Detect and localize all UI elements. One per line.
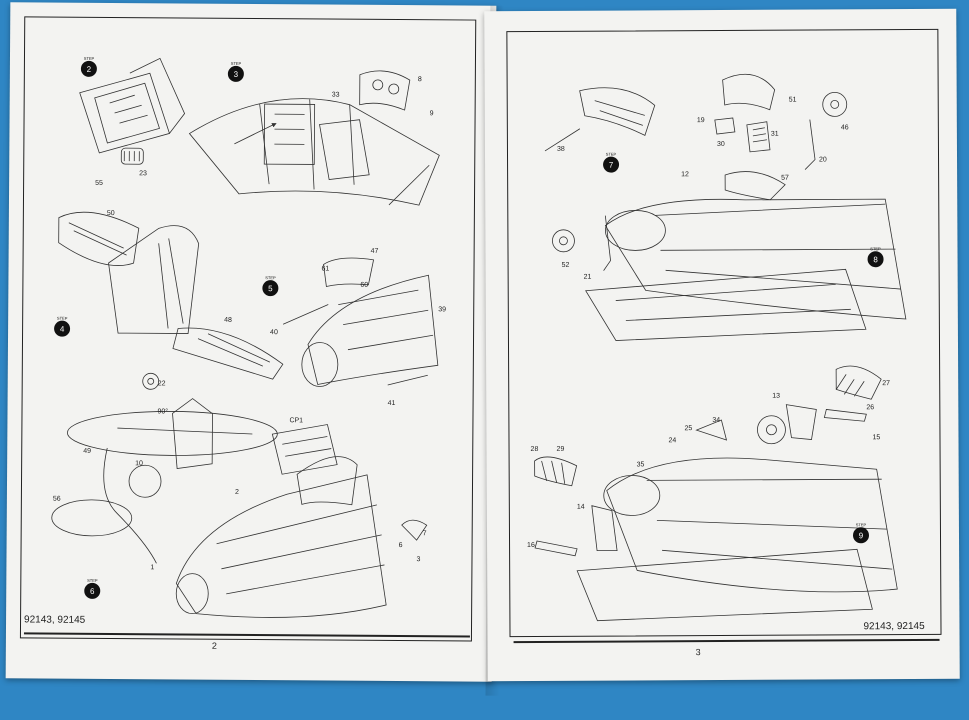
svg-text:8: 8 bbox=[873, 255, 878, 264]
part-label: 40 bbox=[270, 329, 278, 336]
step-badge-4: STEP 4 bbox=[54, 316, 71, 337]
part-label: 35 bbox=[637, 461, 645, 468]
svg-text:STEP: STEP bbox=[231, 61, 242, 66]
svg-text:STEP: STEP bbox=[57, 316, 68, 321]
part-label: 12 bbox=[681, 171, 689, 178]
part-label: 9 bbox=[430, 110, 434, 117]
part-label: 55 bbox=[95, 180, 103, 187]
part-label: 46 bbox=[841, 124, 849, 131]
part-label: 39 bbox=[438, 306, 446, 313]
svg-text:3: 3 bbox=[234, 70, 239, 79]
step7-wing-drawing bbox=[544, 73, 848, 201]
left-instruction-page: STEP 2 STEP 3 STEP 4 STEP 5 STEP 6 55 23… bbox=[5, 2, 505, 696]
svg-text:STEP: STEP bbox=[265, 275, 276, 280]
left-part-labels: 55 23 33 8 9 50 48 47 61 60 39 40 41 22 … bbox=[53, 76, 446, 571]
part-label: 90° bbox=[157, 407, 168, 415]
step-badge-2: STEP 2 bbox=[80, 56, 97, 77]
part-label: 20 bbox=[819, 156, 827, 163]
part-label: 24 bbox=[668, 437, 676, 444]
step3-fuselage-drawing bbox=[188, 70, 440, 206]
svg-text:STEP: STEP bbox=[606, 152, 617, 157]
part-label: 14 bbox=[577, 504, 585, 511]
svg-text:STEP: STEP bbox=[856, 522, 867, 527]
part-label: 61 bbox=[321, 265, 329, 272]
step-badge-7: STEP 7 bbox=[603, 152, 620, 173]
part-label: 50 bbox=[107, 210, 115, 217]
step-badge-3: STEP 3 bbox=[227, 61, 244, 82]
step5-engine-drawing bbox=[282, 257, 439, 387]
step6-nose-drawing bbox=[51, 424, 428, 618]
right-part-labels: 38 19 30 31 51 46 20 12 57 52 21 13 27 2… bbox=[527, 97, 890, 549]
part-label: 2 bbox=[235, 489, 239, 496]
part-label: 41 bbox=[388, 400, 396, 407]
step-badge-5: STEP 5 bbox=[262, 275, 279, 297]
part-label: 27 bbox=[882, 380, 890, 387]
step2-cockpit-frame-drawing bbox=[79, 57, 186, 165]
part-label: 33 bbox=[332, 92, 340, 99]
part-label: 52 bbox=[562, 262, 570, 269]
part-label: 21 bbox=[584, 274, 592, 281]
part-label: 25 bbox=[684, 425, 692, 432]
step8-fuselage-drawing bbox=[552, 198, 907, 341]
part-label: CP1 bbox=[289, 417, 303, 424]
part-label: 47 bbox=[371, 248, 379, 255]
part-label: 26 bbox=[866, 404, 874, 411]
part-label: 51 bbox=[789, 97, 797, 104]
part-label: 49 bbox=[83, 448, 91, 455]
step9-fuselage-drawing bbox=[534, 365, 898, 622]
part-label: 15 bbox=[872, 434, 880, 441]
svg-text:STEP: STEP bbox=[870, 246, 881, 251]
part-label: 1 bbox=[150, 564, 154, 571]
part-label: 30 bbox=[717, 141, 725, 148]
part-label: 29 bbox=[557, 446, 565, 453]
svg-text:STEP: STEP bbox=[87, 578, 98, 583]
svg-text:9: 9 bbox=[859, 531, 864, 540]
part-label: 19 bbox=[697, 117, 705, 124]
part-label: 8 bbox=[418, 76, 422, 83]
part-label: 6 bbox=[399, 542, 403, 549]
part-label: 34 bbox=[712, 417, 720, 424]
step-badge-8: STEP 8 bbox=[867, 246, 884, 268]
part-label: 10 bbox=[135, 460, 143, 467]
right-instruction-page: STEP 7 STEP 8 STEP 9 38 19 30 31 51 46 2… bbox=[484, 8, 960, 682]
part-label: 48 bbox=[224, 317, 232, 324]
step-badge-9: STEP 9 bbox=[852, 522, 869, 544]
svg-text:2: 2 bbox=[87, 65, 92, 74]
left-kit-codes: 92143, 92145 bbox=[24, 614, 86, 626]
step4-tail-drawing bbox=[58, 211, 284, 469]
part-label: 7 bbox=[423, 530, 427, 537]
part-label: 23 bbox=[139, 170, 147, 177]
left-page-drawings: STEP 2 STEP 3 STEP 4 STEP 5 STEP 6 55 23… bbox=[51, 56, 446, 618]
svg-text:4: 4 bbox=[60, 325, 65, 334]
right-kit-codes: 92143, 92145 bbox=[863, 620, 925, 633]
svg-text:STEP: STEP bbox=[84, 56, 95, 61]
svg-text:6: 6 bbox=[90, 587, 95, 596]
part-label: 28 bbox=[531, 446, 539, 453]
step-badge-6: STEP 6 bbox=[84, 578, 101, 599]
part-label: 38 bbox=[557, 146, 565, 153]
left-page-number: 2 bbox=[211, 640, 217, 651]
svg-text:5: 5 bbox=[268, 284, 273, 293]
part-label: 3 bbox=[416, 556, 420, 563]
part-label: 31 bbox=[771, 131, 779, 138]
right-page-number: 3 bbox=[695, 647, 701, 658]
part-label: 22 bbox=[158, 380, 166, 387]
part-label: 56 bbox=[53, 496, 61, 503]
part-label: 13 bbox=[772, 393, 780, 400]
part-label: 16 bbox=[527, 542, 535, 549]
right-page-drawings: STEP 7 STEP 8 STEP 9 38 19 30 31 51 46 2… bbox=[527, 73, 907, 622]
svg-text:7: 7 bbox=[609, 161, 614, 170]
part-label: 60 bbox=[360, 282, 368, 289]
part-label: 57 bbox=[781, 175, 789, 182]
